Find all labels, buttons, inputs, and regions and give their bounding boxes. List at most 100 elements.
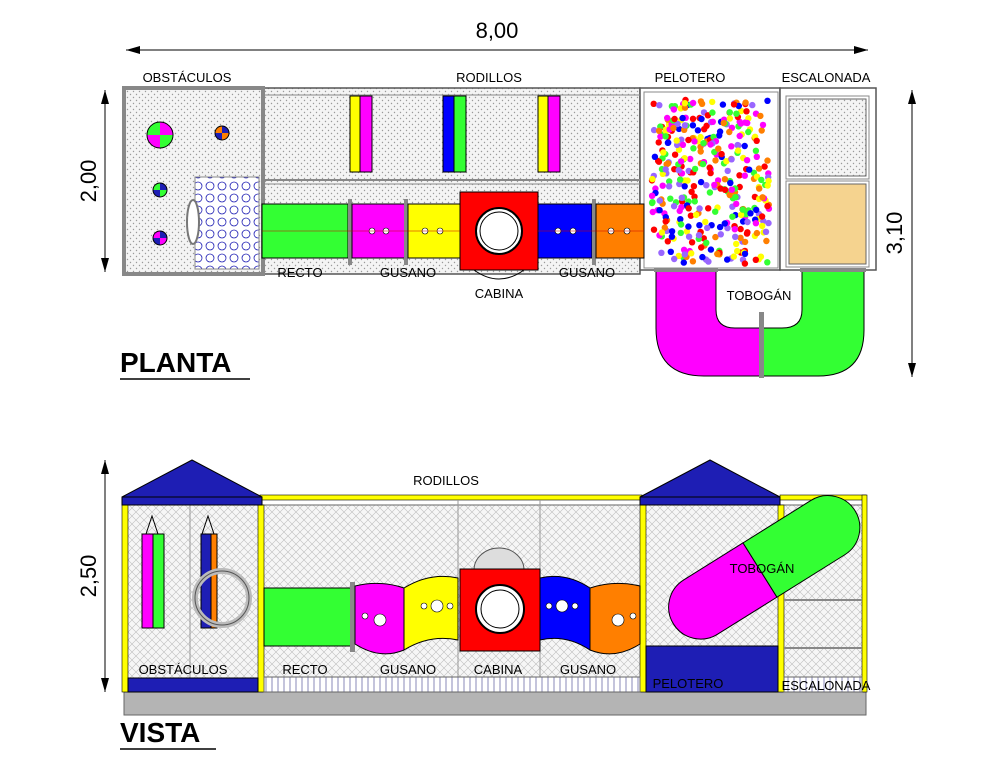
ball — [681, 104, 689, 111]
ball — [724, 167, 731, 175]
ball — [692, 211, 700, 219]
ball — [662, 166, 669, 173]
ball — [664, 238, 671, 245]
ball — [758, 213, 766, 220]
ball — [700, 140, 707, 147]
ball — [706, 189, 714, 196]
ball — [721, 176, 729, 183]
ball — [720, 119, 727, 127]
ball — [752, 220, 760, 227]
ball — [737, 211, 745, 219]
ball — [753, 229, 761, 237]
ball — [658, 229, 666, 236]
plan-cabina-label: CABINA — [475, 286, 524, 301]
elevation-labels: RODILLOS TOBOGÁN OBSTÁCULOS RECTO GUSANO… — [139, 473, 871, 693]
ball — [709, 98, 716, 106]
ball — [675, 252, 682, 260]
ball — [689, 115, 697, 123]
ball — [677, 229, 684, 237]
ball — [679, 141, 687, 148]
ball — [734, 247, 741, 255]
ball — [759, 121, 767, 129]
ball — [741, 250, 749, 257]
ball — [691, 198, 698, 205]
ball — [649, 199, 656, 206]
ball — [733, 200, 740, 208]
ball — [689, 99, 697, 107]
ball — [726, 109, 733, 116]
ball — [677, 158, 685, 165]
ball — [664, 139, 672, 146]
ball — [655, 158, 663, 165]
ball — [681, 183, 688, 190]
ball — [765, 177, 772, 185]
ball — [665, 183, 673, 190]
ball — [699, 160, 707, 168]
ball — [718, 150, 725, 158]
ball — [739, 206, 746, 213]
ball — [763, 237, 770, 245]
ball — [698, 100, 706, 108]
ball — [694, 127, 702, 134]
ball — [681, 122, 689, 129]
depth-right-label: 3,10 — [882, 212, 907, 255]
ball — [715, 145, 722, 152]
plan-title: PLANTA — [120, 347, 250, 380]
ball — [685, 205, 692, 212]
ball — [747, 210, 754, 217]
ball — [678, 204, 685, 211]
ball — [697, 148, 704, 155]
ball — [711, 181, 718, 189]
ball — [648, 192, 656, 199]
ball — [670, 124, 677, 132]
punching-bag-large-icon — [146, 121, 174, 149]
ball — [688, 250, 695, 257]
ball — [726, 115, 734, 122]
ball — [712, 233, 719, 241]
ball — [759, 194, 766, 201]
ball — [661, 224, 668, 231]
ball — [733, 240, 740, 248]
ball — [717, 231, 724, 238]
ball — [696, 205, 703, 212]
plan-recto-label: RECTO — [277, 265, 322, 280]
ball — [679, 114, 686, 122]
ball — [689, 122, 697, 129]
obstacles-area — [146, 121, 260, 270]
punching-bags-elevation — [141, 514, 252, 629]
ball — [743, 157, 751, 164]
ball — [753, 206, 760, 214]
ball — [728, 186, 735, 193]
ball — [698, 244, 705, 251]
ball — [703, 182, 710, 189]
ball — [721, 220, 728, 227]
ball — [671, 255, 678, 263]
ball — [702, 218, 709, 226]
ball — [707, 141, 714, 148]
ball — [689, 258, 697, 265]
vista-obstaculos-label: OBSTÁCULOS — [139, 662, 228, 677]
ball — [741, 142, 748, 150]
ball — [732, 194, 739, 201]
punching-bag-icon-3 — [152, 230, 168, 246]
ball — [730, 101, 738, 108]
ball — [674, 120, 681, 128]
ball-pit — [648, 96, 773, 267]
tunnels-elevation — [263, 547, 641, 655]
ball — [671, 115, 678, 123]
ball — [741, 172, 748, 179]
ball — [723, 158, 730, 165]
ball — [675, 167, 682, 174]
ball — [707, 246, 715, 253]
ball — [671, 151, 679, 158]
svg-text:PLANTA: PLANTA — [120, 347, 231, 378]
ball — [650, 126, 658, 134]
depth-dimension-right: 3,10 — [882, 90, 916, 377]
ball — [673, 137, 680, 144]
ball — [714, 177, 722, 184]
ball — [659, 182, 666, 189]
ball — [756, 185, 763, 192]
ball — [738, 107, 745, 115]
ball — [683, 228, 691, 235]
ball — [724, 256, 731, 263]
